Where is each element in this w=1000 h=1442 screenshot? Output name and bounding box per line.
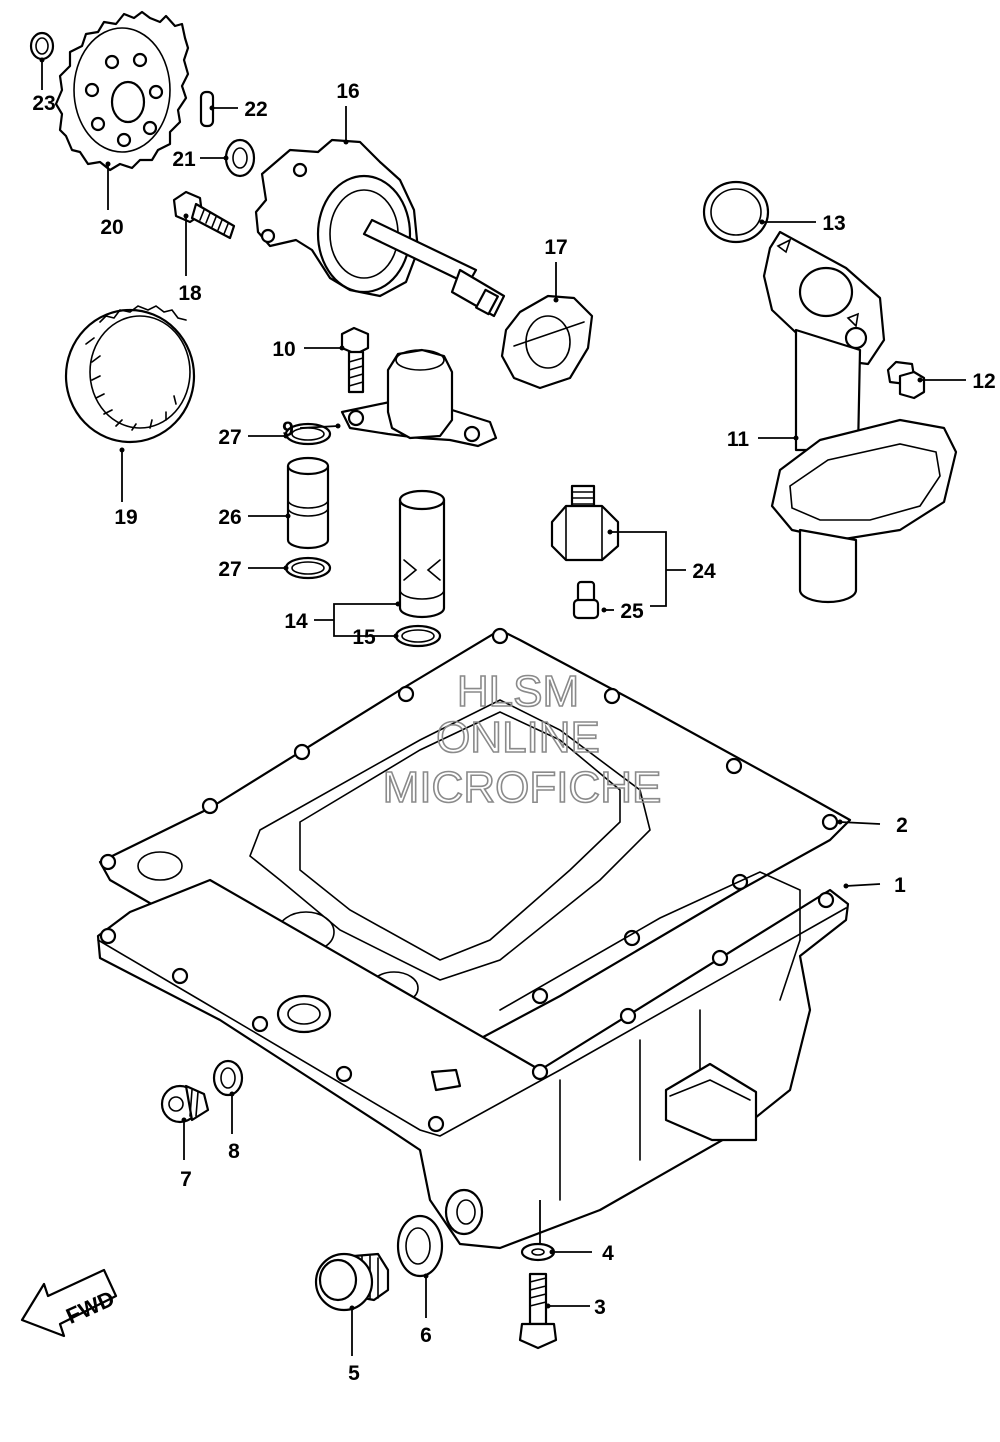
leader-lines: [39, 57, 966, 1356]
callout-labels: 23 22 21 20 18 16 17 19 10 9 27 26 27 14…: [32, 80, 995, 1385]
callout-11[interactable]: 11: [727, 428, 750, 451]
callout-13[interactable]: 13: [822, 212, 845, 235]
part-bolt-3[interactable]: [518, 1272, 558, 1350]
callout-24[interactable]: 24: [692, 560, 716, 583]
callout-21[interactable]: 21: [172, 148, 196, 171]
part-washer-4[interactable]: [520, 1242, 556, 1262]
callout-6[interactable]: 6: [420, 1324, 432, 1347]
callout-10[interactable]: 10: [272, 338, 295, 361]
part-oil-pipe-14[interactable]: [398, 489, 446, 619]
part-gasket-8[interactable]: [212, 1059, 244, 1097]
watermark: HLSM ONLINE MICROFICHE: [382, 666, 662, 813]
part-bolt-18[interactable]: [172, 190, 236, 240]
callout-8[interactable]: 8: [228, 1140, 240, 1163]
callout-16[interactable]: 16: [336, 80, 359, 103]
part-oil-pressure-switch[interactable]: [550, 484, 620, 562]
watermark-line-1: HLSM: [457, 667, 579, 716]
part-drain-plug-5[interactable]: [314, 1252, 390, 1312]
callout-7[interactable]: 7: [180, 1168, 192, 1191]
callout-18[interactable]: 18: [178, 282, 202, 305]
part-oil-pump-assembly[interactable]: [254, 138, 506, 318]
part-o-ring-13[interactable]: [702, 180, 770, 244]
callout-15[interactable]: 15: [352, 626, 376, 649]
callout-5[interactable]: 5: [348, 1362, 360, 1385]
callout-9[interactable]: 9: [282, 418, 294, 441]
callout-23[interactable]: 23: [32, 92, 55, 115]
callout-26[interactable]: 26: [218, 506, 241, 529]
part-circlip[interactable]: [29, 31, 55, 61]
part-bolt-10[interactable]: [340, 326, 370, 394]
callout-25[interactable]: 25: [620, 600, 644, 623]
part-o-ring-15[interactable]: [394, 624, 442, 648]
callout-12[interactable]: 12: [972, 370, 995, 393]
callout-2[interactable]: 2: [896, 814, 908, 837]
part-drain-gasket-6[interactable]: [396, 1214, 444, 1278]
callout-17[interactable]: 17: [544, 236, 567, 259]
part-washer-21[interactable]: [224, 138, 256, 178]
callout-19[interactable]: 19: [114, 506, 137, 529]
part-oil-pan[interactable]: [96, 871, 850, 1250]
part-sleeve-26[interactable]: [286, 456, 330, 550]
callout-27-lower[interactable]: 27: [218, 558, 241, 581]
fwd-direction-arrow: FWD: [20, 1268, 118, 1338]
watermark-line-2: ONLINE: [436, 713, 600, 762]
callout-14[interactable]: 14: [284, 610, 308, 633]
callout-20[interactable]: 20: [100, 216, 123, 239]
callout-27-upper[interactable]: 27: [218, 426, 241, 449]
callout-22[interactable]: 22: [244, 98, 267, 121]
part-pump-driven-gear[interactable]: [54, 10, 190, 172]
part-oil-strainer-11[interactable]: [762, 230, 958, 604]
callout-3[interactable]: 3: [594, 1296, 606, 1319]
callout-4[interactable]: 4: [602, 1242, 614, 1265]
part-o-ring-27-lower[interactable]: [284, 556, 332, 580]
part-gear-ring[interactable]: [64, 305, 196, 444]
part-strainer-housing[interactable]: [340, 348, 498, 448]
callout-1[interactable]: 1: [894, 874, 906, 897]
watermark-line-3: MICROFICHE: [383, 763, 662, 812]
part-plug-7[interactable]: [160, 1084, 210, 1124]
part-screw-25[interactable]: [572, 580, 600, 620]
part-gasket-17[interactable]: [500, 294, 594, 390]
